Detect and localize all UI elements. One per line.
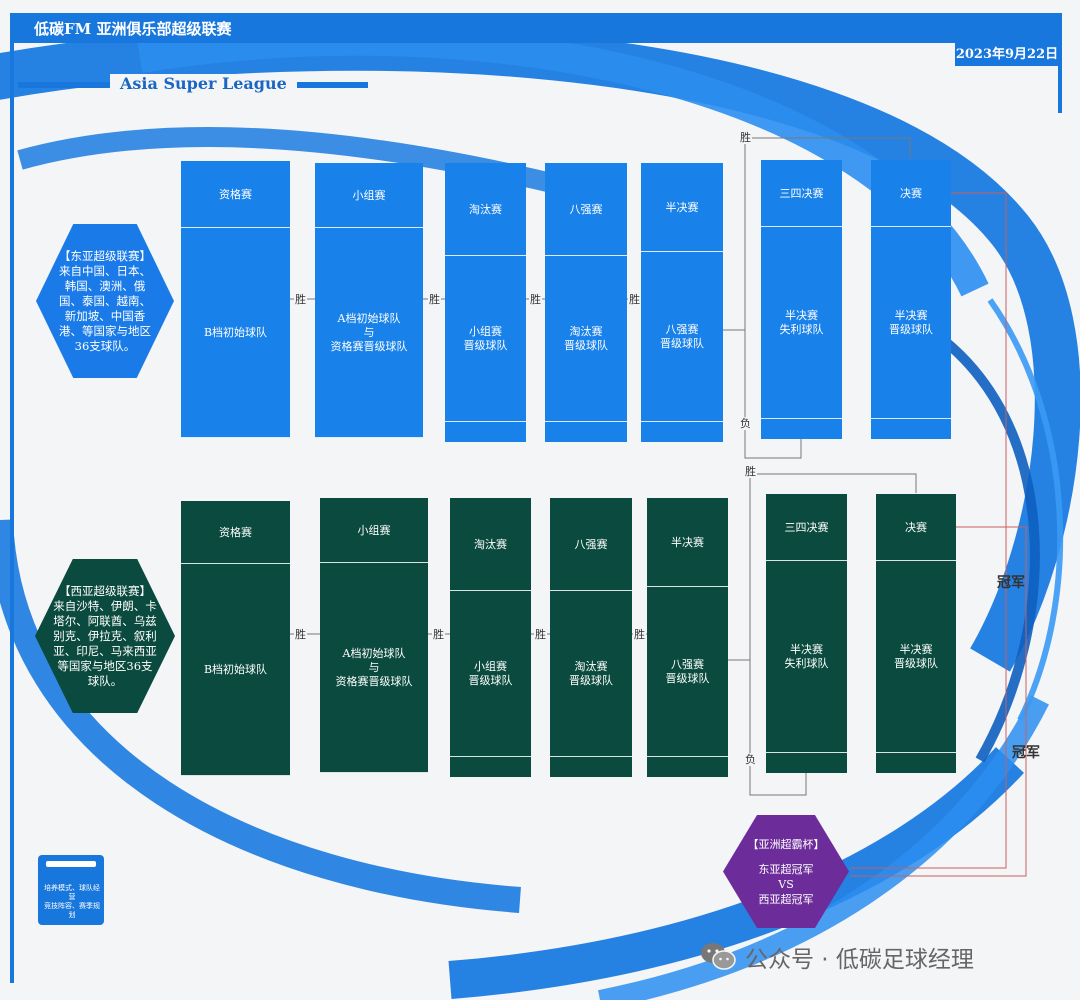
stage-body: 半决赛 失利球队 [766,561,847,753]
stage-footer [647,757,728,777]
win-label: 胜 [428,293,441,306]
stage-footer [450,757,531,777]
phone-thumbnail-text: 培养模式、球队经营 竞技阵容、赛季规划 [44,884,100,919]
east-stage-qualifier: 资格赛 B档初始球队 [181,161,290,438]
stage-body: 小组赛 晋级球队 [450,591,531,757]
stage-header: 决赛 [871,160,951,227]
east-league-text: 【东亚超级联赛】 来自中国、日本、韩国、澳洲、俄国、泰国、越南、新加坡、中国香港… [59,248,151,353]
stage-header: 半决赛 [647,498,728,587]
stage-header: 八强赛 [545,163,627,256]
stage-footer [545,422,627,442]
app-title: 低碳FM 亚洲俱乐部超级联赛 [34,20,232,38]
stage-body: 淘汰赛 晋级球队 [550,591,632,757]
west-stage-qualifier: 资格赛 B档初始球队 [181,501,290,776]
subtitle: Asia Super League [110,74,297,93]
win-label: 胜 [744,465,757,478]
west-stage-quarterfinal: 八强赛 淘汰赛 晋级球队 [550,498,632,777]
super-cup-team-1: 东亚超冠军 [758,862,814,876]
lose-label: 负 [744,753,757,766]
lose-label: 负 [739,417,752,430]
east-stage-quarterfinal: 八强赛 淘汰赛 晋级球队 [545,163,627,442]
super-cup-title: 【亚洲超霸杯】 [747,837,825,851]
stage-header: 三四决赛 [766,494,847,561]
stage-body: 半决赛 晋级球队 [871,227,951,419]
stage-body: 小组赛 晋级球队 [445,256,526,422]
stage-body: A档初始球队 与 资格赛晋级球队 [320,563,428,773]
west-stage-third-place: 三四决赛 半决赛 失利球队 [766,494,847,773]
stage-footer [761,419,842,439]
stage-header: 淘汰赛 [445,163,526,256]
win-label: 胜 [529,293,542,306]
win-label: 胜 [739,131,752,144]
west-stage-semifinal: 半决赛 八强赛 晋级球队 [647,498,728,777]
stage-footer [641,422,723,442]
stage-body: 半决赛 失利球队 [761,227,842,419]
win-label: 胜 [633,628,646,641]
date-badge: 2023年9月22日 [955,38,1059,66]
champion-label: 冠军 [997,575,1025,591]
stage-footer [550,757,632,777]
frame-left [10,43,14,983]
stage-header: 小组赛 [315,163,423,228]
stage-header: 淘汰赛 [450,498,531,591]
win-label: 胜 [534,628,547,641]
stage-body: 八强赛 晋级球队 [641,252,723,422]
east-stage-third-place: 三四决赛 半决赛 失利球队 [761,160,842,439]
stage-footer [871,419,951,439]
super-cup-content: 【亚洲超霸杯】 东亚超冠军 VS 西亚超冠军 [748,837,825,907]
stage-header: 决赛 [876,494,956,561]
wechat-icon [701,943,736,970]
stage-body: B档初始球队 [181,228,290,438]
west-league-text: 【西亚超级联赛】 来自沙特、伊朗、卡塔尔、阿联酋、乌兹别克、伊拉克、叙利亚、印尼… [53,583,157,688]
stage-body: 八强赛 晋级球队 [647,587,728,757]
stage-footer [876,753,956,773]
west-stage-group: 小组赛 A档初始球队 与 资格赛晋级球队 [320,498,428,773]
win-label: 胜 [628,293,641,306]
east-stage-group: 小组赛 A档初始球队 与 资格赛晋级球队 [315,163,423,438]
stage-header: 资格赛 [181,501,290,564]
win-label: 胜 [294,293,307,306]
stage-header: 八强赛 [550,498,632,591]
stage-header: 小组赛 [320,498,428,563]
stage-body: B档初始球队 [181,564,290,776]
phone-thumbnail-header [46,861,96,867]
east-stage-knockout: 淘汰赛 小组赛 晋级球队 [445,163,526,442]
frame-right [1058,13,1062,113]
super-cup-team-2: 西亚超冠军 [758,892,814,906]
win-label: 胜 [294,628,307,641]
west-stage-final: 决赛 半决赛 晋级球队 [876,494,956,773]
stage-header: 半决赛 [641,163,723,252]
stage-footer [766,753,847,773]
east-stage-final: 决赛 半决赛 晋级球队 [871,160,951,439]
super-cup-vs: VS [778,877,794,891]
win-label: 胜 [432,628,445,641]
stage-body: 淘汰赛 晋级球队 [545,256,627,422]
stage-body: A档初始球队 与 资格赛晋级球队 [315,228,423,438]
watermark-text: 公众号 · 低碳足球经理 [745,947,974,973]
stage-header: 三四决赛 [761,160,842,227]
champion-label: 冠军 [1012,745,1040,761]
title-bar [10,13,1062,43]
east-stage-semifinal: 半决赛 八强赛 晋级球队 [641,163,723,442]
stage-body: 半决赛 晋级球队 [876,561,956,753]
stage-footer [445,422,526,442]
stage-header: 资格赛 [181,161,290,228]
west-stage-knockout: 淘汰赛 小组赛 晋级球队 [450,498,531,777]
